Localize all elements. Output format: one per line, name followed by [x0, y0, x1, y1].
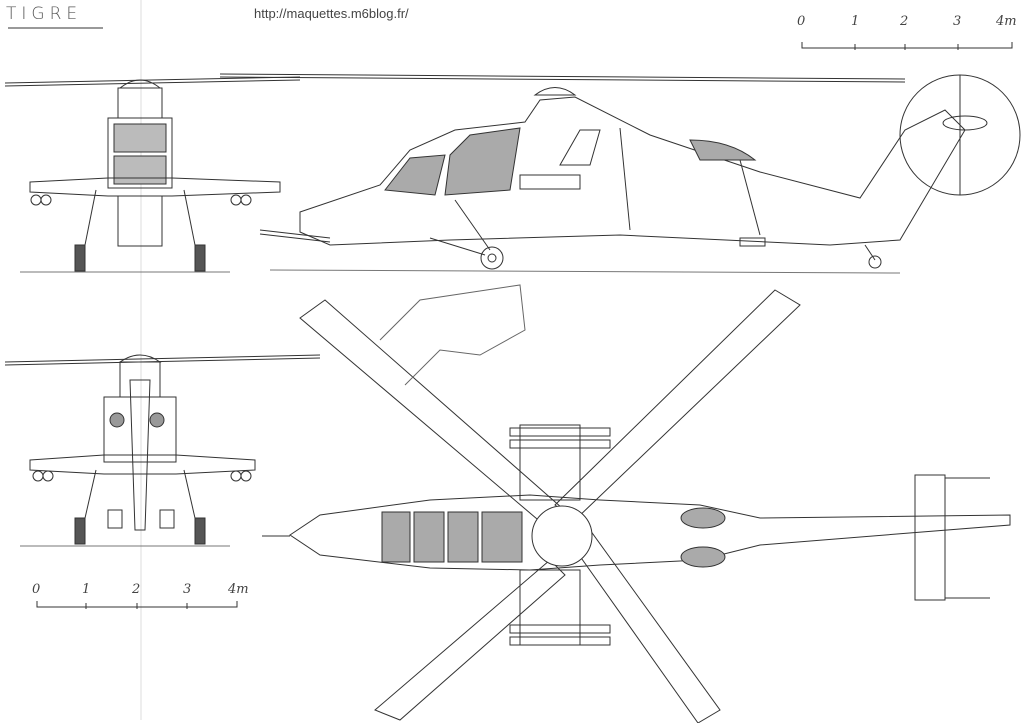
- scale-bottom-label: 4m: [228, 582, 249, 597]
- scale-bottom-label: 2: [132, 582, 141, 597]
- scale-top-label: 2: [900, 14, 909, 29]
- rear-view: [4, 354, 321, 547]
- scale-bar-top: [801, 42, 1013, 50]
- scale-top-label: 3: [953, 14, 962, 29]
- scale-bottom-label: 0: [32, 582, 41, 597]
- scale-bar-bottom: [36, 601, 238, 609]
- drawing-title: TIGRE: [6, 4, 83, 24]
- source-url: http://maquettes.m6blog.fr/: [254, 6, 409, 21]
- side-view: [219, 73, 1021, 274]
- scale-top-label: 0: [797, 14, 806, 29]
- scale-top-label: 4m: [996, 14, 1017, 29]
- front-view: [4, 76, 301, 273]
- scale-top-label: 1: [851, 14, 860, 29]
- top-view: [262, 284, 1011, 723]
- scale-bottom-label: 1: [82, 582, 91, 597]
- scale-bottom-label: 3: [183, 582, 192, 597]
